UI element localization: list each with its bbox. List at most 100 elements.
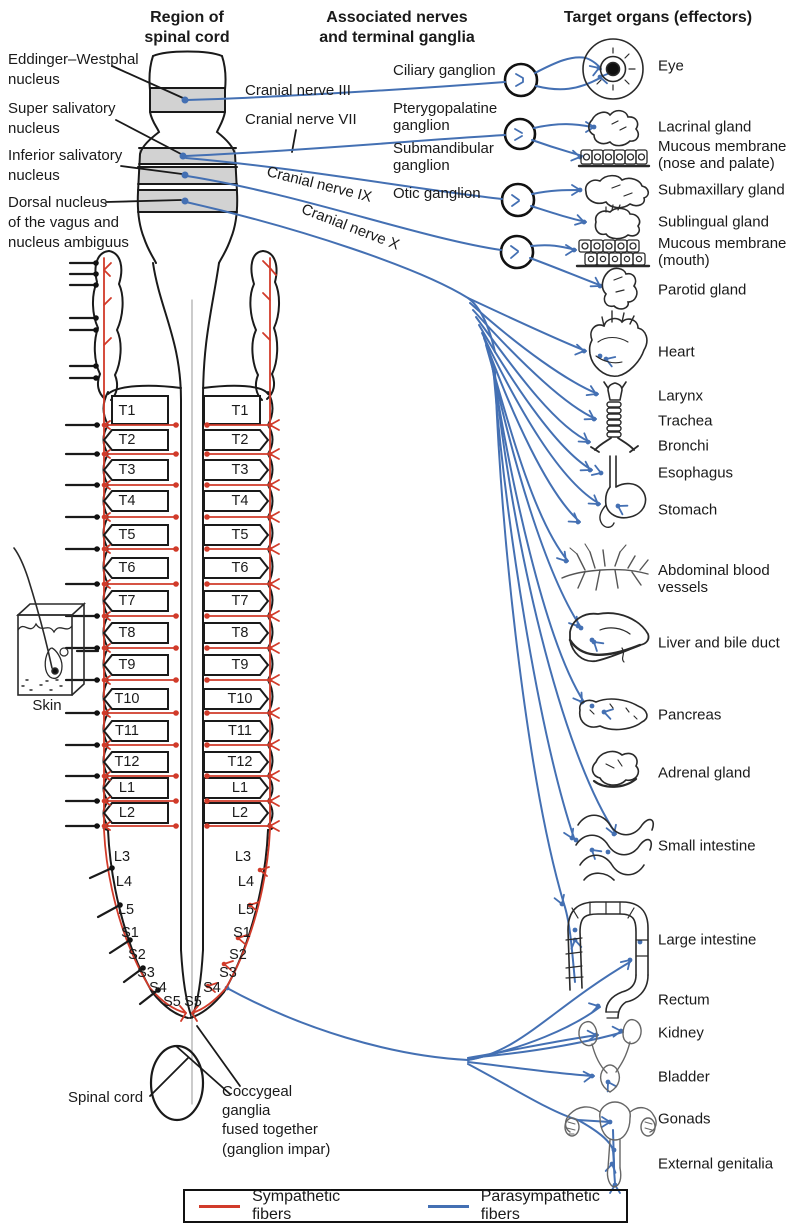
eye-icon	[582, 38, 644, 100]
legend-parasympathetic-label: Parasympathetic fibers	[480, 1188, 600, 1223]
segment-label-left-T1: T1	[118, 403, 136, 419]
segment-label-right-T12: T12	[227, 754, 253, 770]
label-super-salivatory-nucleus: Super salivatory nucleus	[8, 100, 116, 137]
organ-label-bladder: Bladder	[658, 1068, 710, 1086]
organ-label-stomach: Stomach	[658, 501, 718, 519]
segment-label-left-T5: T5	[118, 527, 136, 543]
large-intestine-icon	[565, 901, 649, 1019]
parasympathetic-fibers	[185, 56, 631, 1186]
label-dorsal-nucleus-vagus: Dorsal nucleus of the vagus and nucleus …	[8, 194, 129, 251]
organ-label-mucous-membrane-nose: Mucous membrane (nose and palate)	[658, 137, 787, 172]
segment-label-right-T2: T2	[231, 432, 249, 448]
segment-label-right-S2: S2	[229, 947, 247, 963]
segment-label-left-L3: L3	[113, 849, 131, 865]
segment-label-left-T11: T11	[115, 723, 139, 739]
gonads-genitalia-icon	[564, 1101, 657, 1188]
header-associated-nerves: Associated nerves and terminal ganglia	[319, 9, 475, 46]
legend: Sympathetic fibers Parasympathetic fiber…	[183, 1188, 628, 1223]
segment-label-right-S5: S5	[184, 994, 202, 1010]
lacrinal-gland-icon	[588, 109, 639, 147]
segment-label-right-S3: S3	[219, 965, 237, 981]
label-otic-ganglion: Otic ganglion	[393, 185, 481, 202]
organ-label-kidney: Kidney	[658, 1024, 704, 1042]
organ-label-external-genitalia: External genitalia	[658, 1155, 774, 1173]
organ-label-trachea: Trachea	[658, 412, 713, 430]
segment-label-right-T11: T11	[228, 723, 252, 739]
organ-label-submaxillary-gland: Submaxillary gland	[658, 181, 785, 199]
organ-label-liver: Liver and bile duct	[658, 634, 780, 652]
header-target-organs: Target organs (effectors)	[563, 9, 753, 26]
segment-label-right-T4: T4	[231, 493, 249, 509]
sympathetic-chain-left-cervical	[92, 250, 124, 401]
organ-label-small-intestine: Small intestine	[658, 837, 756, 855]
organ-label-pancreas: Pancreas	[658, 706, 722, 724]
label-cranial-nerve-iii: Cranial nerve III	[245, 82, 351, 99]
segment-label-right-T6: T6	[231, 560, 249, 576]
label-eddinger-westphal-nucleus: Eddinger–Westphal nucleus	[8, 51, 139, 88]
segment-label-right-L3: L3	[234, 849, 252, 865]
segment-label-right-T1: T1	[231, 403, 249, 419]
label-pterygopalatine-ganglion: Pterygopalatine ganglion	[393, 100, 498, 135]
skin-icon	[13, 547, 87, 696]
segment-label-left-T3: T3	[118, 462, 136, 478]
organ-label-bronchi: Bronchi	[658, 437, 709, 455]
header-region-of-spinal-cord: Region of spinal cord	[144, 9, 230, 46]
spinal-cord-outline	[107, 262, 269, 1122]
liver-icon	[568, 612, 650, 663]
sympathetic-chain-right-cervical	[249, 250, 280, 401]
sublingual-gland-icon	[594, 204, 641, 240]
abdominal-blood-vessels-icon	[561, 543, 649, 591]
segment-label-left-T10: T10	[114, 691, 140, 707]
segment-label-right-L2: L2	[231, 805, 249, 821]
parasympathetic-line-swatch	[427, 1204, 469, 1208]
label-cranial-nerve-vii: Cranial nerve VII	[245, 111, 357, 128]
organ-label-large-intestine: Large intestine	[658, 931, 757, 949]
segment-label-left-S3: S3	[137, 965, 155, 981]
legend-sympathetic-label: Sympathetic fibers	[252, 1188, 341, 1223]
organ-label-adrenal-gland: Adrenal gland	[658, 764, 751, 782]
segment-label-right-T5: T5	[231, 527, 249, 543]
label-submandibular-ganglion: Submandibular ganglion	[393, 140, 494, 175]
organ-label-rectum: Rectum	[658, 991, 710, 1009]
esophagus-stomach-icon	[599, 455, 647, 528]
label-inferior-salivatory-nucleus: Inferior salivatory nucleus	[8, 147, 123, 184]
segment-label-left-S4: S4	[149, 980, 167, 996]
segment-label-left-T12: T12	[114, 754, 140, 770]
segment-label-left-T8: T8	[118, 625, 136, 641]
sympathetic-fibers	[103, 257, 277, 1022]
organ-label-lacrinal-gland: Lacrinal gland	[658, 118, 752, 136]
organ-label-parotid-gland: Parotid gland	[658, 281, 747, 299]
label-skin: Skin	[32, 697, 62, 714]
sympathetic-line-swatch	[199, 1204, 241, 1208]
organ-label-gonads: Gonads	[658, 1110, 711, 1128]
segment-label-left-L1: L1	[118, 780, 136, 796]
segment-label-right-S1: S1	[233, 925, 251, 941]
kidney-bladder-icon	[578, 1018, 642, 1093]
submaxillary-gland-icon	[584, 174, 650, 209]
segment-label-right-L5: L5	[237, 902, 255, 918]
segment-label-left-S5: S5	[163, 994, 181, 1010]
fiber-endpoint-glyphs	[224, 65, 643, 1194]
organ-label-esophagus: Esophagus	[658, 464, 734, 482]
segment-label-right-L4: L4	[237, 874, 255, 890]
bronchi-icon	[590, 437, 639, 453]
segment-label-right-T9: T9	[231, 657, 249, 673]
organ-label-heart: Heart	[658, 343, 695, 361]
segment-label-right-L1: L1	[231, 780, 249, 796]
label-spinal-cord: Spinal cord	[68, 1089, 144, 1106]
trachea-icon	[606, 401, 622, 438]
organ-label-abdominal-blood-vessels: Abdominal blood vessels	[658, 561, 770, 596]
ciliary-ganglion-circle	[503, 62, 539, 98]
segment-label-right-T10: T10	[227, 691, 253, 707]
segment-label-right-T8: T8	[231, 625, 249, 641]
segment-label-left-T2: T2	[118, 432, 136, 448]
label-ciliary-ganglion: Ciliary ganglion	[393, 62, 496, 79]
segment-label-left-T4: T4	[118, 493, 136, 509]
segment-label-right-T3: T3	[231, 462, 249, 478]
segment-label-right-S4: S4	[203, 980, 221, 996]
pterygopalatine-ganglion-circle	[503, 117, 537, 151]
segment-label-right-T7: T7	[231, 593, 249, 609]
label-coccygeal-ganglia: Coccygeal ganglia fused together (gangli…	[222, 1083, 331, 1158]
